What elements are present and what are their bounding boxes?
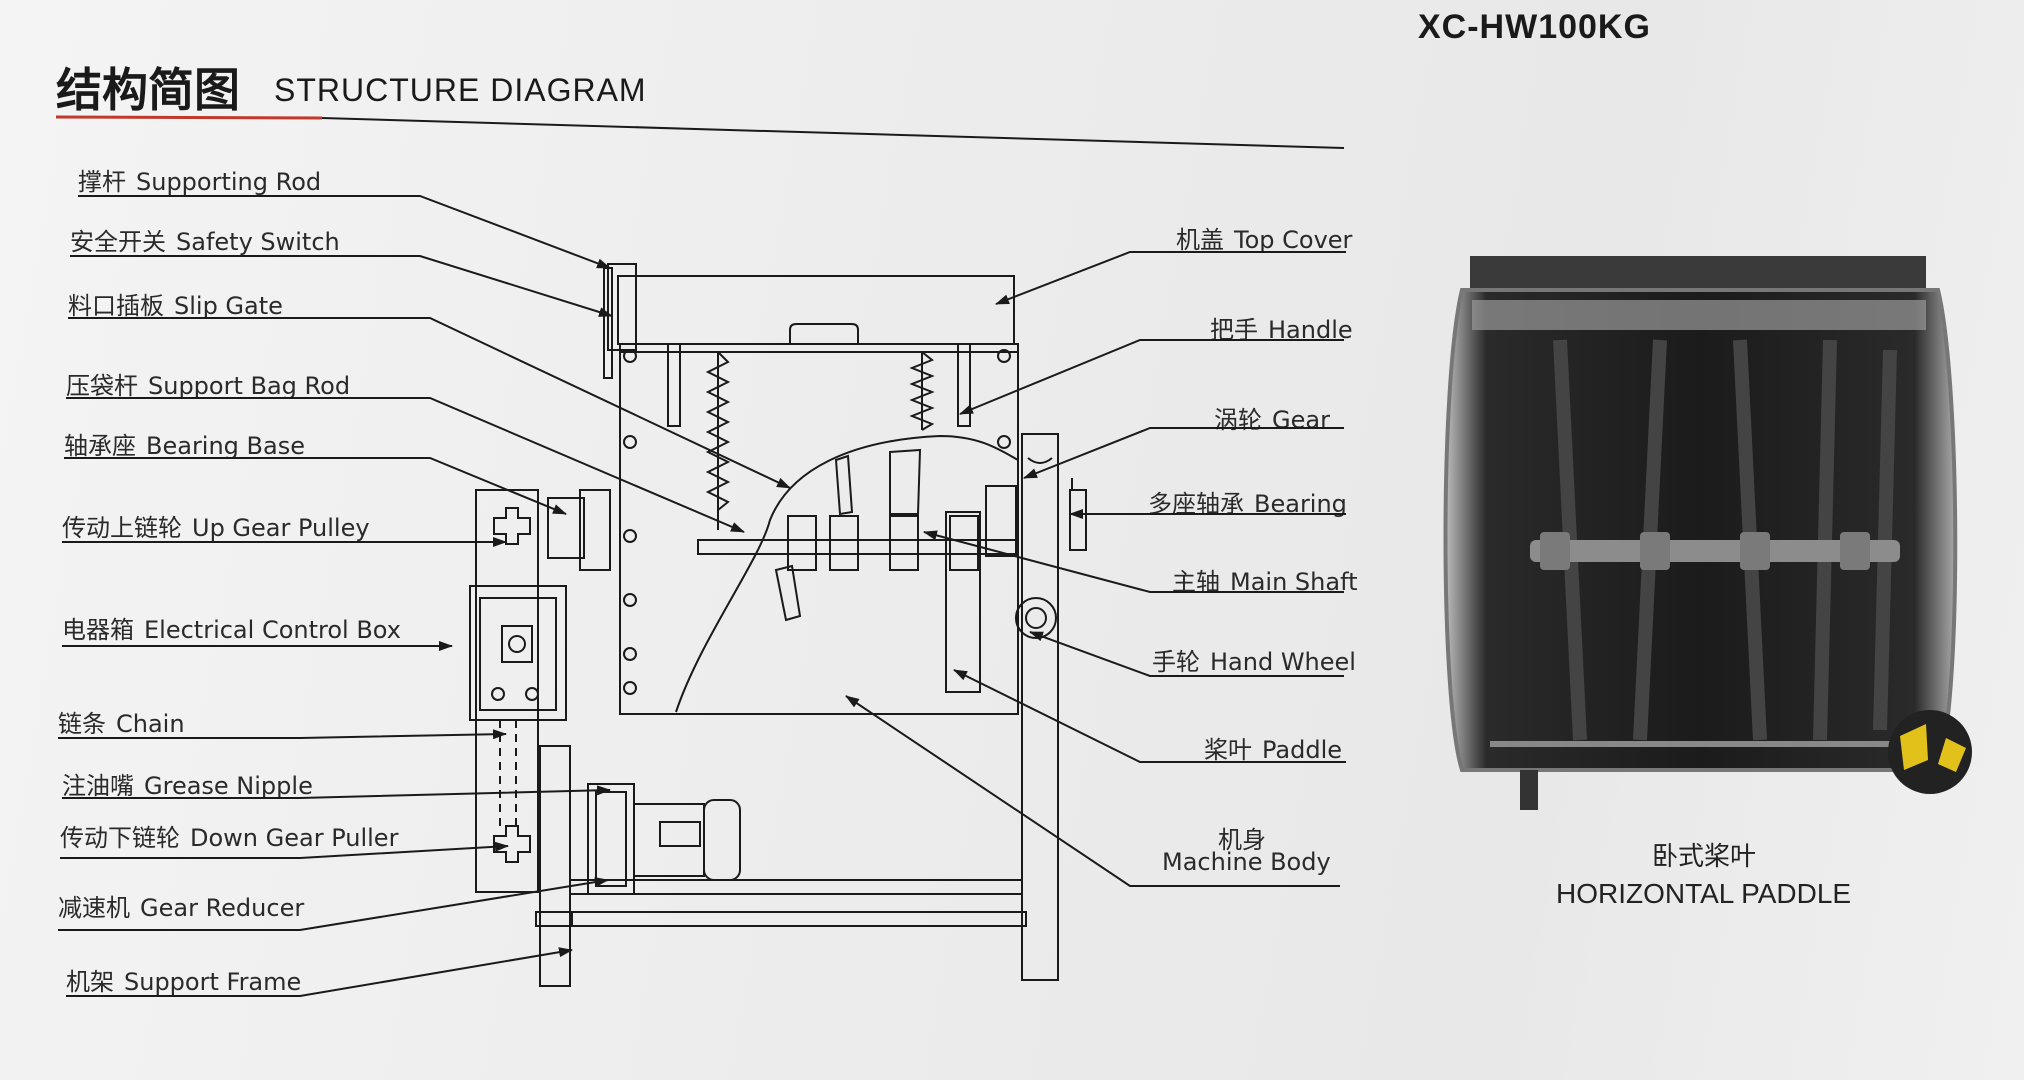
label-machine-body-en: Machine Body [1162, 848, 1331, 876]
photo-caption-english: HORIZONTAL PADDLE [1556, 878, 1852, 909]
title-chinese: 结构简图 [56, 63, 240, 117]
title-english: STRUCTURE DIAGRAM [274, 72, 647, 108]
model-number: XC-HW100KG [1418, 8, 1651, 46]
right-leader-lines [845, 251, 1346, 887]
machine-outline [469, 263, 1087, 987]
left-leader-lines [58, 195, 791, 997]
photo-caption-chinese: 卧式桨叶 [1652, 842, 1757, 872]
label-machine-body-cn: 机身 [1218, 826, 1266, 854]
horizontal-paddle-photo [1443, 256, 1972, 810]
title-underline [321, 117, 1345, 149]
title-underline-red [55, 115, 323, 120]
